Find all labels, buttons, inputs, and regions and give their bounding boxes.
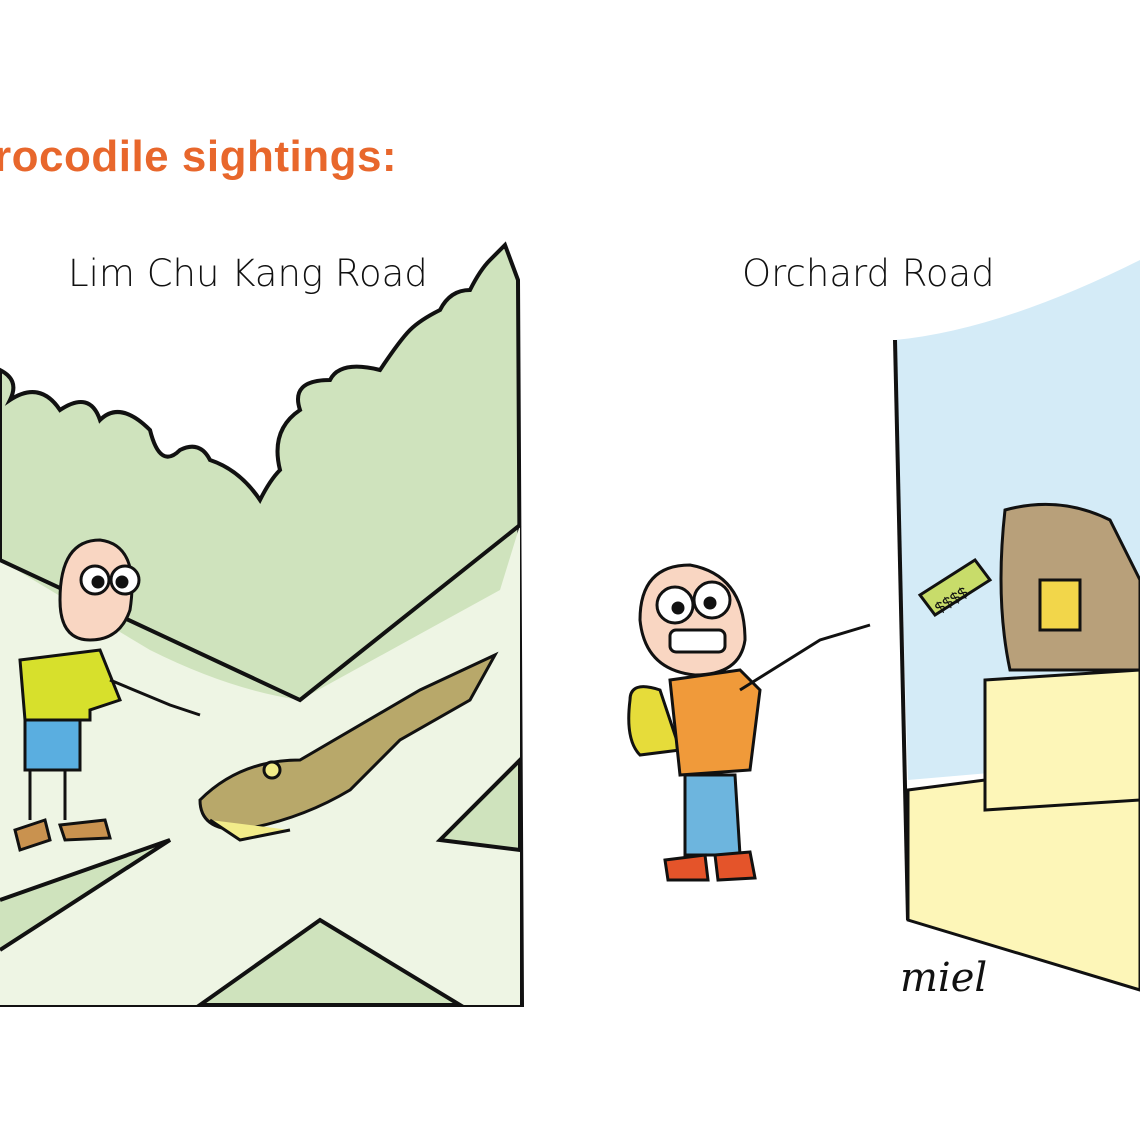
- shop-window-display: $$$$: [893, 260, 1140, 992]
- man-pointing-at-crocodile: [13, 538, 201, 852]
- price-tag: [917, 557, 993, 618]
- cartoon-title: rocodile sightings:: [0, 132, 398, 181]
- crocodile: [198, 651, 499, 842]
- padlock-icon: [1038, 578, 1082, 632]
- panel-label-orchard: Orchard Road: [742, 252, 995, 295]
- panel-label-lim-chu-kang: Lim Chu Kang Road: [68, 252, 428, 295]
- tourist-pointing-at-handbag: [627, 563, 871, 882]
- forest-scene: [0, 241, 525, 1007]
- artist-signature: miel: [900, 955, 988, 1001]
